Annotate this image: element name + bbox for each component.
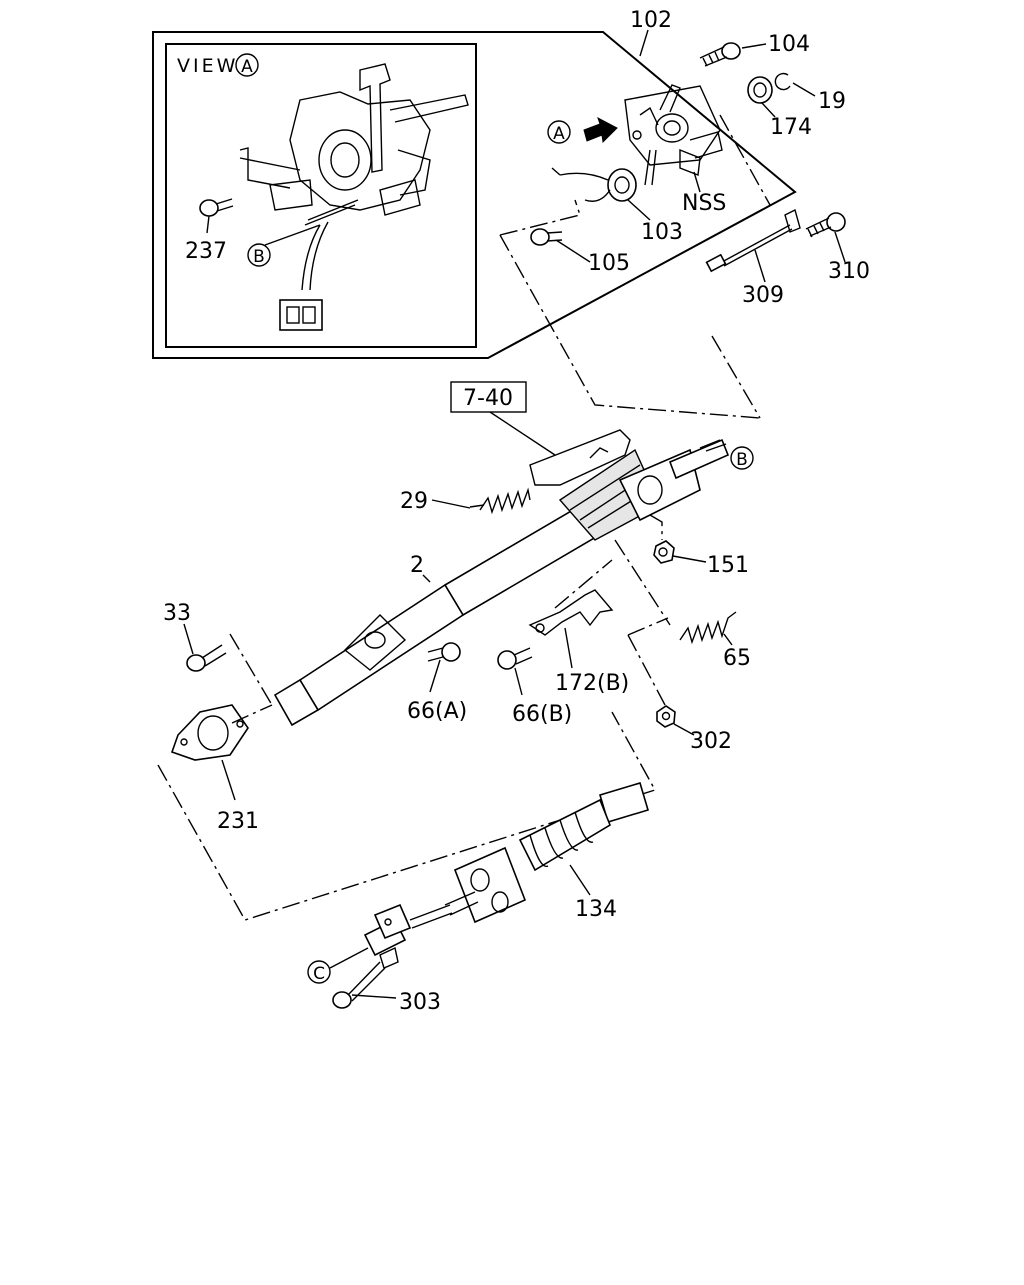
washer-174 xyxy=(747,76,773,104)
screw-237 xyxy=(199,198,234,234)
view-a-inset-frame xyxy=(165,43,477,348)
marker-b: B xyxy=(730,446,754,470)
leader-103 xyxy=(627,199,651,221)
group-box-102 xyxy=(152,31,797,359)
label-29: 29 xyxy=(400,489,428,514)
assembly-line-2 xyxy=(499,234,761,419)
bolt-303 xyxy=(332,961,386,1009)
leader-302 xyxy=(673,723,695,736)
leader-marker-c xyxy=(329,947,369,969)
svg-text:B: B xyxy=(736,450,748,470)
label-66b: 66(B) xyxy=(512,702,572,727)
bracket-172b xyxy=(528,589,614,636)
lock-housing-detail xyxy=(239,63,469,216)
assembly-line-172 xyxy=(554,559,613,609)
bolt-66b xyxy=(497,647,533,670)
leader-104 xyxy=(741,43,767,49)
leader-231 xyxy=(221,759,236,801)
universal-joint xyxy=(363,903,412,969)
label-103: 103 xyxy=(641,220,683,245)
assembly-line-1 xyxy=(499,199,581,236)
svg-text:C: C xyxy=(313,964,325,984)
leader-66a xyxy=(429,659,441,693)
flange-231 xyxy=(170,704,249,761)
assembly-line-65 xyxy=(614,539,671,626)
view-arrow-icon xyxy=(583,116,618,144)
leader-29 xyxy=(431,499,471,509)
ref-box-label: 7-40 xyxy=(463,386,513,411)
view-label: VIEW xyxy=(177,55,238,77)
svg-text:B: B xyxy=(253,247,265,267)
leader-310 xyxy=(834,231,846,263)
assembly-line-231 xyxy=(231,704,273,724)
wire-harness xyxy=(264,199,359,331)
leader-33 xyxy=(183,623,194,655)
leader-ref-box xyxy=(489,411,556,456)
steering-column-2 xyxy=(273,438,730,727)
assembly-line-4 xyxy=(711,335,761,419)
leader-19 xyxy=(792,82,816,97)
label-19: 19 xyxy=(818,89,846,114)
leader-66b xyxy=(514,667,523,696)
leader-309 xyxy=(754,249,766,283)
nss-switch xyxy=(644,148,701,193)
spring-65 xyxy=(679,611,737,645)
bolt-33 xyxy=(186,644,227,672)
leader-105 xyxy=(555,239,591,263)
label-172b: 172(B) xyxy=(555,671,629,696)
lock-assembly xyxy=(624,84,723,166)
screw-105 xyxy=(530,228,563,246)
bolt-104 xyxy=(699,42,741,67)
label-302: 302 xyxy=(690,729,732,754)
leader-65 xyxy=(723,633,733,646)
label-303: 303 xyxy=(399,990,441,1015)
label-65: 65 xyxy=(723,646,751,671)
nut-302 xyxy=(656,705,676,728)
leader-172b xyxy=(564,627,573,669)
nut-151 xyxy=(653,540,675,564)
ref-box xyxy=(450,381,527,413)
label-66a: 66(A) xyxy=(407,699,467,724)
assembly-frame-lower xyxy=(157,711,657,921)
svg-text:A: A xyxy=(553,124,565,144)
marker-c: C xyxy=(307,960,331,984)
leader-151 xyxy=(672,555,707,563)
assembly-line-151 xyxy=(649,514,663,540)
bolt-66a xyxy=(427,642,461,662)
assembly-line-302 xyxy=(627,617,669,706)
label-102: 102 xyxy=(630,8,672,33)
assembly-line-33 xyxy=(229,633,273,706)
label-309: 309 xyxy=(742,283,784,308)
leader-174 xyxy=(761,102,776,118)
label-310: 310 xyxy=(828,259,870,284)
label-105: 105 xyxy=(588,251,630,276)
label-2: 2 xyxy=(410,553,424,578)
key-cylinder-103 xyxy=(551,167,637,202)
marker-a: A xyxy=(547,120,571,144)
label-104: 104 xyxy=(768,32,810,57)
label-NSS: NSS xyxy=(682,191,726,216)
marker-b-inset: B xyxy=(247,243,271,267)
leader-2 xyxy=(422,574,431,583)
leader-303 xyxy=(351,994,397,999)
svg-text:A: A xyxy=(241,57,253,77)
label-231: 231 xyxy=(217,809,259,834)
spring-29 xyxy=(469,487,531,515)
intermediate-shaft-134 xyxy=(409,782,649,929)
label-134: 134 xyxy=(575,897,617,922)
tilt-bracket xyxy=(529,429,631,486)
label-151: 151 xyxy=(707,553,749,578)
leader-134 xyxy=(569,864,591,896)
clip-19 xyxy=(774,72,791,91)
label-33: 33 xyxy=(163,601,191,626)
label-174: 174 xyxy=(770,115,812,140)
marker-a-view: A xyxy=(235,53,259,77)
label-237: 237 xyxy=(185,239,227,264)
bolt-310 xyxy=(805,212,846,238)
assembly-line-3 xyxy=(719,114,771,206)
leader-102 xyxy=(639,29,649,57)
cable-309 xyxy=(705,208,801,273)
